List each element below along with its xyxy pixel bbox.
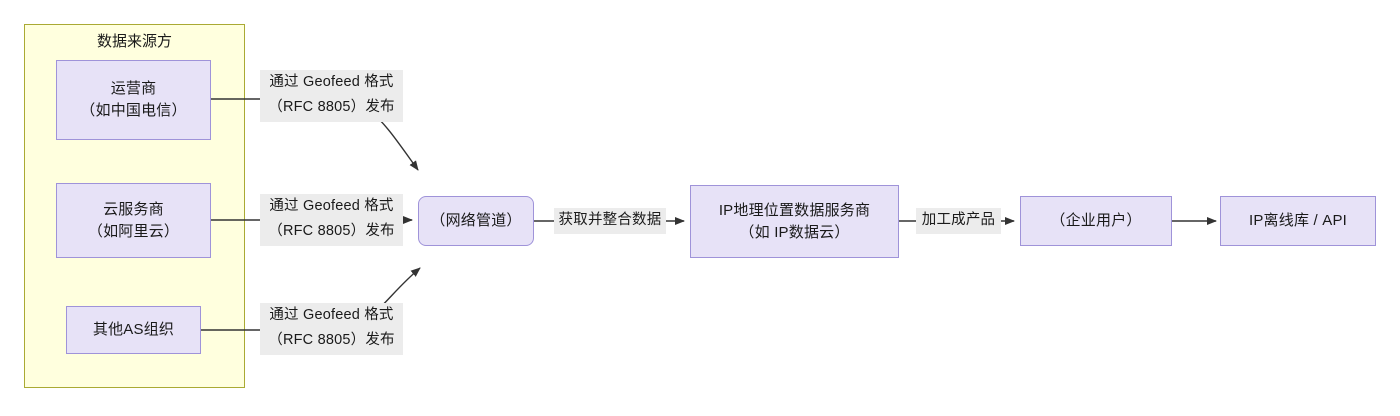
node-carrier[interactable]: 运营商 （如中国电信） xyxy=(56,60,211,140)
edge-label-collect-integrate: 获取并整合数据 xyxy=(554,208,666,234)
node-ip-offline-db-api-label: IP离线库 / API xyxy=(1248,212,1348,229)
node-other-as-label: 其他AS组织 xyxy=(92,321,175,338)
node-cloud-provider[interactable]: 云服务商 （如阿里云） xyxy=(56,183,211,258)
node-carrier-label: 运营商 （如中国电信） xyxy=(80,80,187,119)
node-enterprise-user-label: （企业用户） xyxy=(1050,212,1142,229)
node-other-as[interactable]: 其他AS组织 xyxy=(66,306,201,354)
edge-label-cloud-geofeed: 通过 Geofeed 格式 （RFC 8805）发布 xyxy=(260,194,403,246)
edge-label-otheras-geofeed: 通过 Geofeed 格式 （RFC 8805）发布 xyxy=(260,303,403,355)
edge-label-carrier-geofeed: 通过 Geofeed 格式 （RFC 8805）发布 xyxy=(260,70,403,122)
node-network-pipeline-label: （网络管道） xyxy=(430,212,522,229)
node-network-pipeline[interactable]: （网络管道） xyxy=(418,196,534,246)
edge-label-process-to-product: 加工成产品 xyxy=(916,208,1001,234)
cluster-title: 数据来源方 xyxy=(96,33,172,50)
node-cloud-provider-label: 云服务商 （如阿里云） xyxy=(87,200,180,240)
node-ip-geolocation-vendor[interactable]: IP地理位置数据服务商 （如 IP数据云） xyxy=(690,185,899,258)
node-ip-geolocation-vendor-label: IP地理位置数据服务商 （如 IP数据云） xyxy=(718,201,871,241)
node-enterprise-user[interactable]: （企业用户） xyxy=(1020,196,1172,246)
node-ip-offline-db-api[interactable]: IP离线库 / API xyxy=(1220,196,1376,246)
